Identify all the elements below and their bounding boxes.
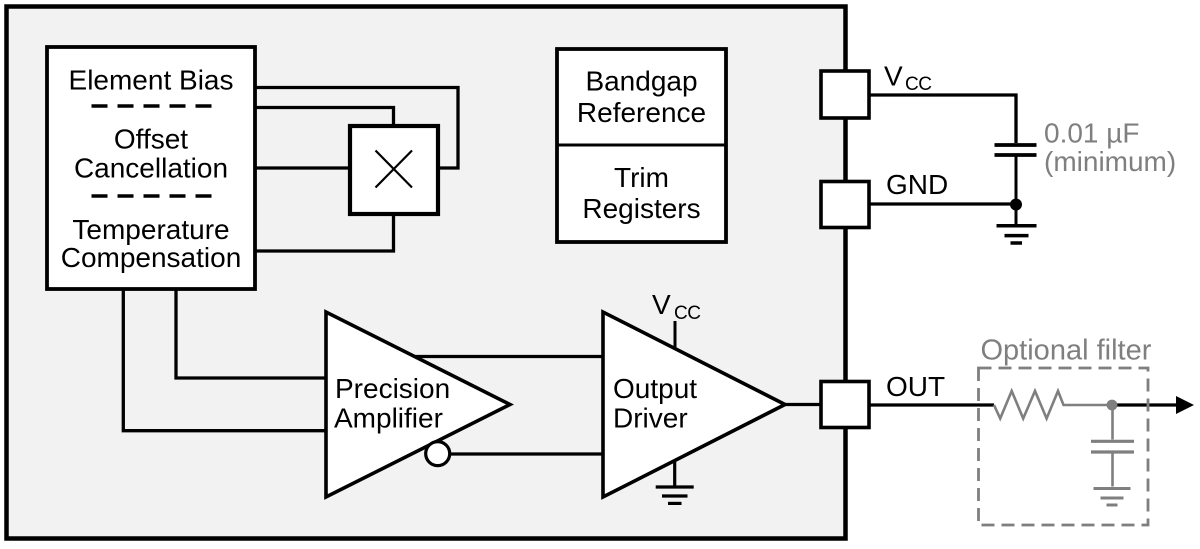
svg-text:OUT: OUT <box>886 371 945 402</box>
svg-text:0.01 µF: 0.01 µF <box>1044 118 1140 149</box>
svg-text:CC: CC <box>674 303 700 324</box>
svg-text:Element Bias: Element Bias <box>69 65 234 96</box>
svg-text:Registers: Registers <box>582 193 700 224</box>
svg-text:Compensation: Compensation <box>61 242 242 273</box>
svg-text:Optional filter: Optional filter <box>981 335 1152 367</box>
svg-text:Amplifier: Amplifier <box>334 403 443 434</box>
svg-text:Temperature: Temperature <box>72 214 229 245</box>
svg-text:Driver: Driver <box>613 403 688 434</box>
svg-text:Cancellation: Cancellation <box>74 153 228 184</box>
svg-text:Reference: Reference <box>577 97 706 128</box>
svg-text:Bandgap: Bandgap <box>585 66 697 97</box>
svg-text:CC: CC <box>905 74 931 95</box>
svg-text:(minimum): (minimum) <box>1044 146 1176 177</box>
svg-text:Offset: Offset <box>114 123 188 154</box>
svg-text:Trim: Trim <box>614 162 669 193</box>
svg-text:GND: GND <box>886 169 948 200</box>
svg-text:Precision: Precision <box>335 373 450 404</box>
svg-text:V: V <box>652 289 671 320</box>
svg-text:Output: Output <box>613 373 697 404</box>
svg-text:V: V <box>884 61 903 92</box>
